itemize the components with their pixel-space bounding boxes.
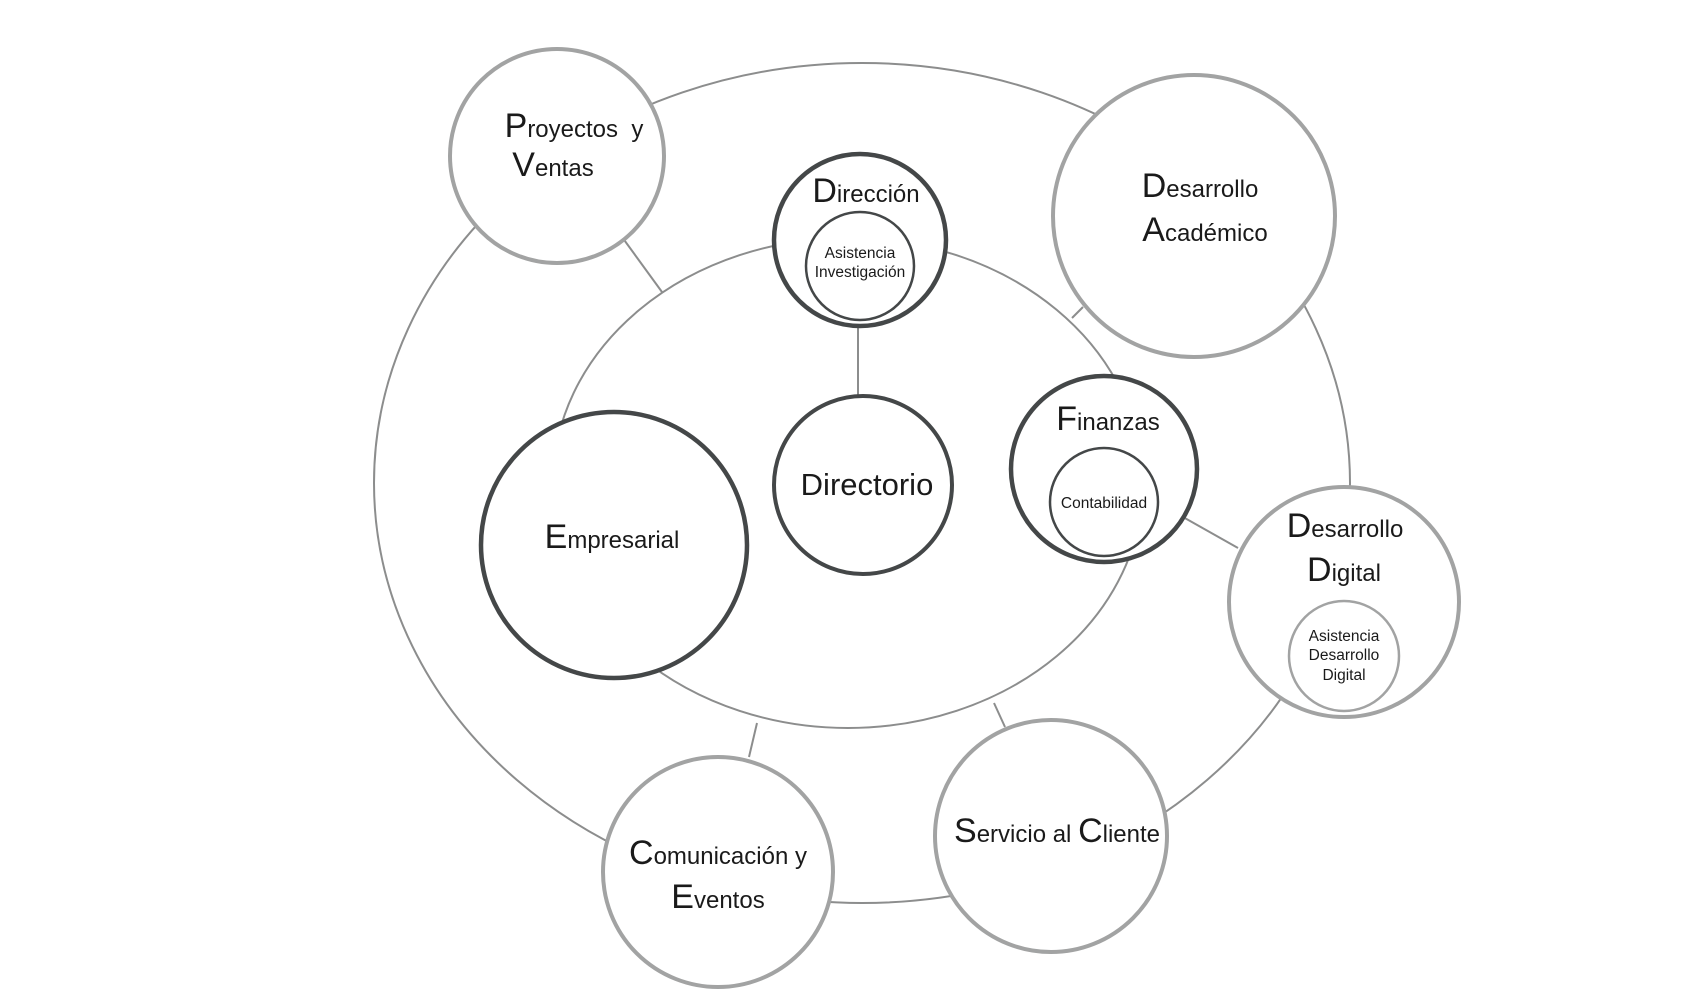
connector-servicio-inner [993,702,1006,728]
node-servicio-cliente: Servicio al Cliente [933,718,1169,954]
node-desarrollo-digital-subcircle [1287,599,1401,713]
connector-academico-inner [1071,306,1084,319]
node-comunicacion-eventos-title-line-1: Comunicación y [629,834,807,872]
node-desarrollo-academico-circle [1051,73,1337,359]
outer-ring [373,62,1351,904]
node-directorio-circle [772,394,954,576]
node-proyectos-ventas-title-line-2: Ventas [512,146,593,184]
node-desarrollo-academico-title-line-1: Desarrollo [1142,167,1259,205]
node-finanzas-subcircle [1048,446,1160,558]
node-finanzas: Finanzas Contabilidad [1008,373,1200,565]
node-servicio-cliente-circle [933,718,1169,954]
node-finanzas-sub-line-1: Contabilidad [1061,495,1147,512]
node-desarrollo-digital-sub-line-1: Asistencia [1309,628,1380,645]
node-direccion-sub-line-1: Asistencia [825,245,896,262]
node-desarrollo-digital-sub-line-3: Digital [1322,667,1365,684]
node-desarrollo-academico: Desarrollo Académico [1051,73,1337,359]
node-desarrollo-digital-sub-line-2: Desarrollo [1309,647,1380,664]
node-empresarial-circle [478,409,750,681]
node-finanzas-title: Finanzas [1056,400,1160,438]
node-directorio-title: Directorio [801,467,934,502]
node-comunicacion-eventos-title-line-2: Eventos [671,878,764,916]
node-direccion-sub-line-2: Investigación [815,264,905,281]
node-proyectos-ventas-title-line-1: Proyectos y [505,107,644,145]
node-comunicacion-eventos-circle [601,755,835,989]
connector-finanzas-digital [1182,516,1239,549]
node-empresarial: Empresarial [478,409,750,681]
node-servicio-cliente-title: Servicio al Cliente [954,812,1160,850]
node-direccion-subcircle [804,210,916,322]
node-desarrollo-digital-title-line-2: Digital [1307,551,1381,589]
connectors [621,236,1239,758]
node-directorio: Directorio [772,394,954,576]
node-proyectos-ventas: Proyectos y Ventas [448,47,666,265]
node-desarrollo-digital-title-line-1: Desarrollo [1287,507,1404,545]
node-direccion-title: Dirección [812,172,919,210]
node-proyectos-ventas-circle [448,47,666,265]
node-direccion: Dirección Asistencia Investigación [771,151,949,329]
node-desarrollo-academico-title-line-2: Académico [1142,211,1267,249]
node-comunicacion-eventos: Comunicación y Eventos [601,755,835,989]
node-empresarial-title: Empresarial [545,518,680,556]
connector-proyectos-inner [621,236,663,293]
node-desarrollo-digital: Desarrollo Digital Asistencia Desarrollo… [1227,485,1461,719]
connector-comunicacion-inner [748,722,758,758]
